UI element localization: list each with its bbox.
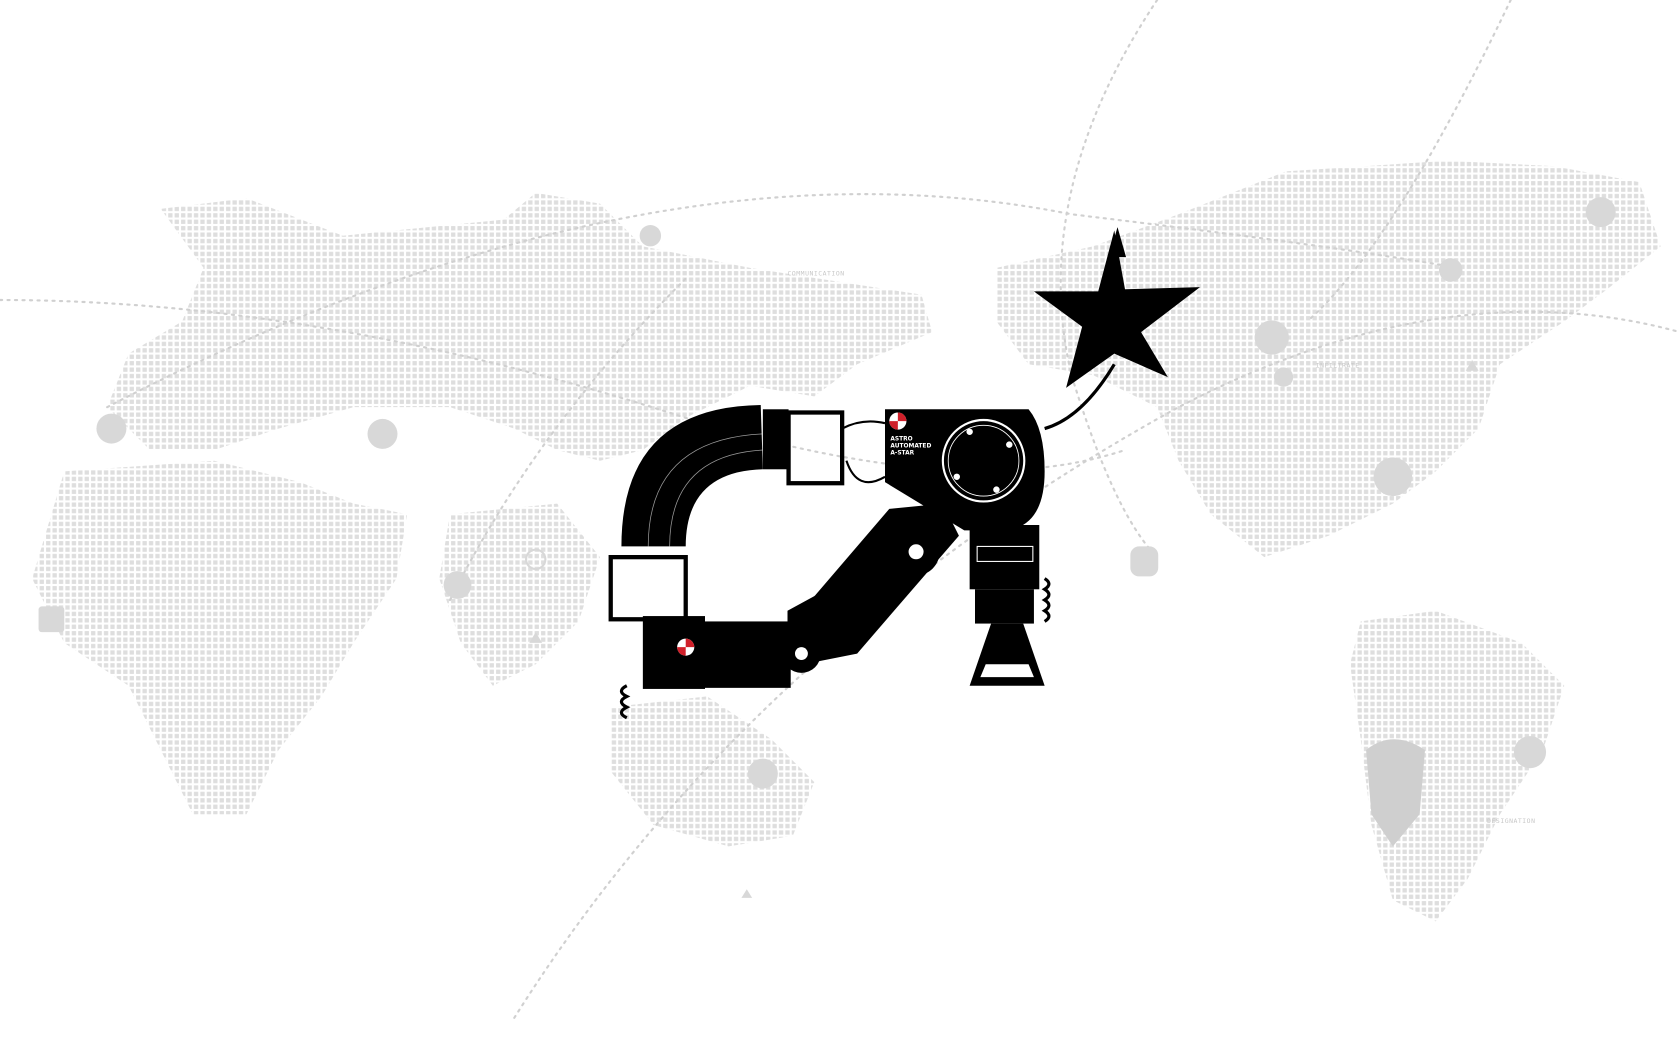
triangle-icon xyxy=(529,632,543,643)
label-designation: DESIGNATION xyxy=(1487,817,1535,825)
shoulder-disc xyxy=(941,418,1026,503)
lower-cylinder xyxy=(705,621,791,688)
map-icons xyxy=(38,197,1616,898)
route-arc-5 xyxy=(1306,0,1512,323)
continent-north xyxy=(107,192,933,461)
triangle-icon xyxy=(741,889,753,898)
skull-icon xyxy=(367,418,398,449)
robot-arm-silhouette xyxy=(608,227,1200,720)
coiled-cable xyxy=(619,684,631,720)
vertical-column xyxy=(969,525,1040,590)
biohazard-icon xyxy=(1254,320,1289,355)
star-spire xyxy=(1108,227,1127,258)
label-infiltrate: INFILTRATE xyxy=(1316,362,1360,370)
star-cable xyxy=(1044,363,1116,431)
mask-icon xyxy=(1373,457,1413,497)
helmet-icon xyxy=(639,225,662,247)
dotted-world-map xyxy=(32,160,1661,922)
upper-bracket xyxy=(786,410,845,486)
plate-line-1: ASTRO xyxy=(890,436,912,442)
continent-mid xyxy=(439,503,600,686)
cube-icon xyxy=(38,606,65,633)
coiled-cable-right xyxy=(1041,577,1051,623)
curved-tube xyxy=(621,405,763,547)
route-arc-3 xyxy=(513,310,1680,1019)
alien-icon xyxy=(1585,197,1616,228)
skull-icon xyxy=(1366,739,1425,847)
star-icon xyxy=(1033,230,1200,388)
route-arc-6 xyxy=(448,277,687,602)
lower-clamp xyxy=(642,616,705,689)
continent-south-center xyxy=(610,696,815,847)
shoulder-housing xyxy=(885,409,1045,531)
continent-southeast xyxy=(1350,610,1565,922)
alien-icon xyxy=(1513,736,1547,769)
continent-west xyxy=(32,460,408,815)
triangle-icon xyxy=(1465,360,1479,371)
crosshair-icon xyxy=(525,548,547,570)
plate-upper: ASTRO AUTOMATED A-STAR xyxy=(889,412,931,456)
left-bracket xyxy=(608,555,688,622)
skull-icon xyxy=(747,758,778,789)
skull-icon xyxy=(1438,258,1463,282)
robot-head-icon xyxy=(1130,546,1159,577)
mask-icon xyxy=(443,571,472,599)
cables xyxy=(841,420,886,484)
upper-connector xyxy=(762,409,789,470)
biohazard-icon xyxy=(96,413,127,444)
route-arc-4 xyxy=(1059,0,1159,559)
label-communication: COMMUNICATION xyxy=(788,269,845,277)
plate-lower xyxy=(677,638,695,656)
route-arc-2 xyxy=(106,193,1459,409)
base-block xyxy=(975,589,1034,624)
plate-line-2: AUTOMATED xyxy=(890,443,931,449)
plate-line-3: A-STAR xyxy=(890,450,914,456)
continent-east xyxy=(996,160,1661,558)
biohazard-icon xyxy=(1273,367,1294,387)
